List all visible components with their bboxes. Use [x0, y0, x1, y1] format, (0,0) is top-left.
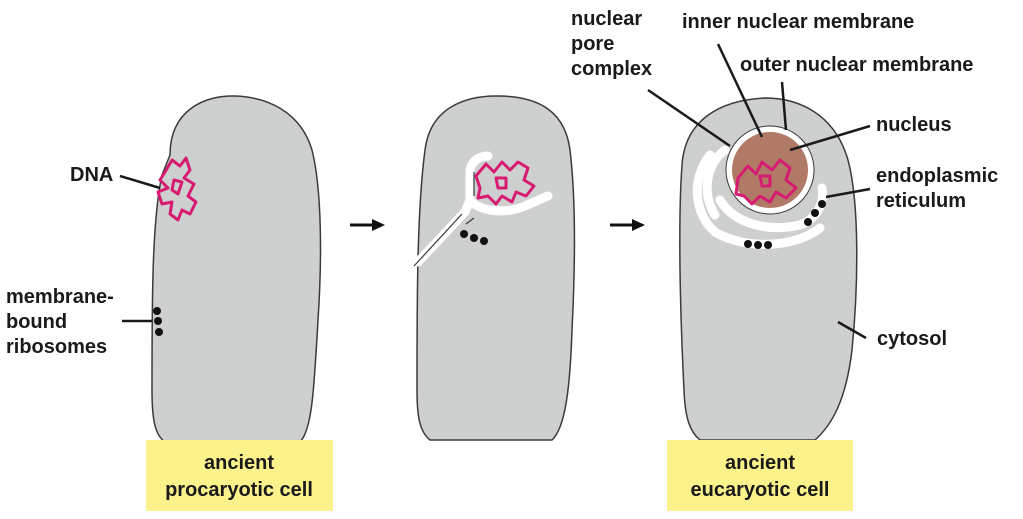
- arrow-1: [350, 219, 385, 231]
- leader-cytosol: [837, 320, 867, 340]
- label-nucleus: nucleus: [876, 114, 952, 136]
- ribosome: [754, 241, 762, 249]
- label-cytosol: cytosol: [877, 328, 947, 350]
- label-ribosomes-line3: ribosomes: [6, 336, 107, 358]
- label-er-line1: endoplasmic: [876, 165, 998, 187]
- leader-nuclear-pore: [647, 88, 731, 148]
- ribosome: [480, 237, 488, 245]
- label-dna: DNA: [70, 164, 113, 186]
- ribosome-group-3a: [744, 240, 772, 249]
- label-nuclear-pore-line3: complex: [571, 58, 652, 80]
- label-er-line2: reticulum: [876, 190, 966, 212]
- ribosome: [155, 328, 163, 336]
- caption-left-line2: procaryotic cell: [165, 479, 313, 501]
- dna-loop-1: [156, 156, 198, 222]
- ribosome-group-2: [460, 230, 488, 245]
- ribosome: [811, 209, 819, 217]
- ribosome: [764, 241, 772, 249]
- caption-right-box: [667, 440, 853, 511]
- ribosome: [818, 200, 826, 208]
- label-ribosomes-line2: bound: [6, 311, 67, 333]
- label-ribosomes-line1: membrane-: [6, 286, 114, 308]
- label-nuclear-pore-line2: pore: [571, 33, 614, 55]
- membrane-invagination-branch: [465, 151, 493, 205]
- leader-inner-membrane: [716, 43, 764, 138]
- dna-loop-3: [734, 158, 798, 206]
- caption-left-line1: ancient: [204, 452, 274, 474]
- leader-dna: [119, 174, 161, 190]
- ribosome: [154, 317, 162, 325]
- intermediate-cell: [413, 95, 576, 441]
- invagination-outline: [413, 172, 475, 267]
- ribosome: [744, 240, 752, 248]
- leader-er: [825, 187, 871, 199]
- ribosome: [804, 218, 812, 226]
- label-nuclear-pore-line1: nuclear: [571, 8, 642, 30]
- label-outer-membrane: outer nuclear membrane: [740, 54, 973, 76]
- cell-membrane-2: [416, 95, 576, 441]
- leader-outer-membrane: [780, 81, 788, 131]
- ribosome: [153, 307, 161, 315]
- ribosome: [460, 230, 468, 238]
- dna-loop-2: [474, 160, 536, 206]
- ribosome-group-3b: [804, 200, 826, 226]
- caption-right-line2: eucaryotic cell: [691, 479, 830, 501]
- ribosome-group-1: [153, 307, 163, 336]
- er-band-outer: [692, 150, 825, 249]
- procaryotic-cell: [151, 95, 322, 443]
- eucaryotic-cell: [679, 97, 858, 441]
- cell-membrane-1: [151, 95, 322, 443]
- label-inner-membrane: inner nuclear membrane: [682, 11, 914, 33]
- caption-right-line1: ancient: [725, 452, 795, 474]
- cell-membrane-3: [679, 97, 858, 441]
- leader-nucleus: [789, 124, 871, 152]
- ribosome: [470, 234, 478, 242]
- caption-left-box: [146, 440, 333, 511]
- er-band-left: [702, 145, 730, 220]
- arrow-2: [610, 219, 645, 231]
